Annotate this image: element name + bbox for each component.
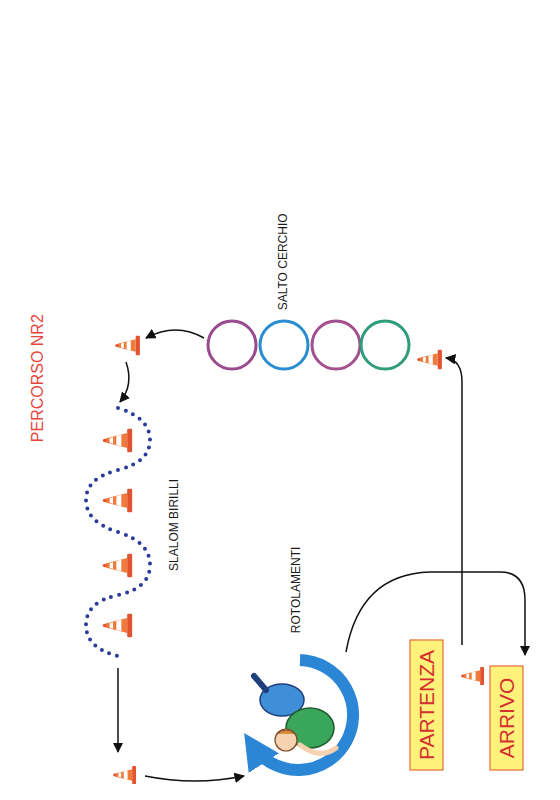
rolling-children-illustration — [252, 660, 353, 770]
hoop — [312, 321, 360, 369]
slalom-cone — [103, 614, 132, 637]
child-arm — [300, 745, 336, 753]
box-text: PARTENZA — [414, 650, 437, 760]
course-title: PERCORSO NR2 — [29, 314, 47, 442]
station-label: SLALOM BIRILLI — [168, 479, 182, 571]
child-head — [275, 729, 297, 751]
station-label: SALTO CERCHIO — [276, 214, 290, 311]
course-arrow — [146, 330, 204, 338]
course-arrow — [117, 668, 119, 752]
cone-marker — [461, 667, 484, 685]
hoop — [208, 321, 256, 369]
cone-marker — [417, 350, 442, 370]
slalom-cone — [103, 554, 132, 577]
course-arrow — [120, 362, 129, 402]
hoop — [361, 321, 409, 369]
slalom-cone — [103, 489, 132, 512]
child-foot — [254, 676, 266, 690]
rolling-arrow — [252, 660, 353, 770]
cone-marker — [113, 766, 136, 784]
hoop — [260, 321, 308, 369]
course-arrow — [145, 776, 244, 781]
slalom-cone — [103, 429, 132, 452]
start-box: PARTENZA — [409, 640, 443, 771]
slalom-path — [86, 408, 150, 656]
finish-box: ARRIVO — [489, 666, 523, 771]
cone-marker — [115, 336, 140, 356]
station-label: ROTOLAMENTI — [290, 547, 304, 633]
child-hair — [277, 730, 295, 734]
box-text: ARRIVO — [494, 678, 517, 759]
course-arrow — [446, 358, 462, 645]
